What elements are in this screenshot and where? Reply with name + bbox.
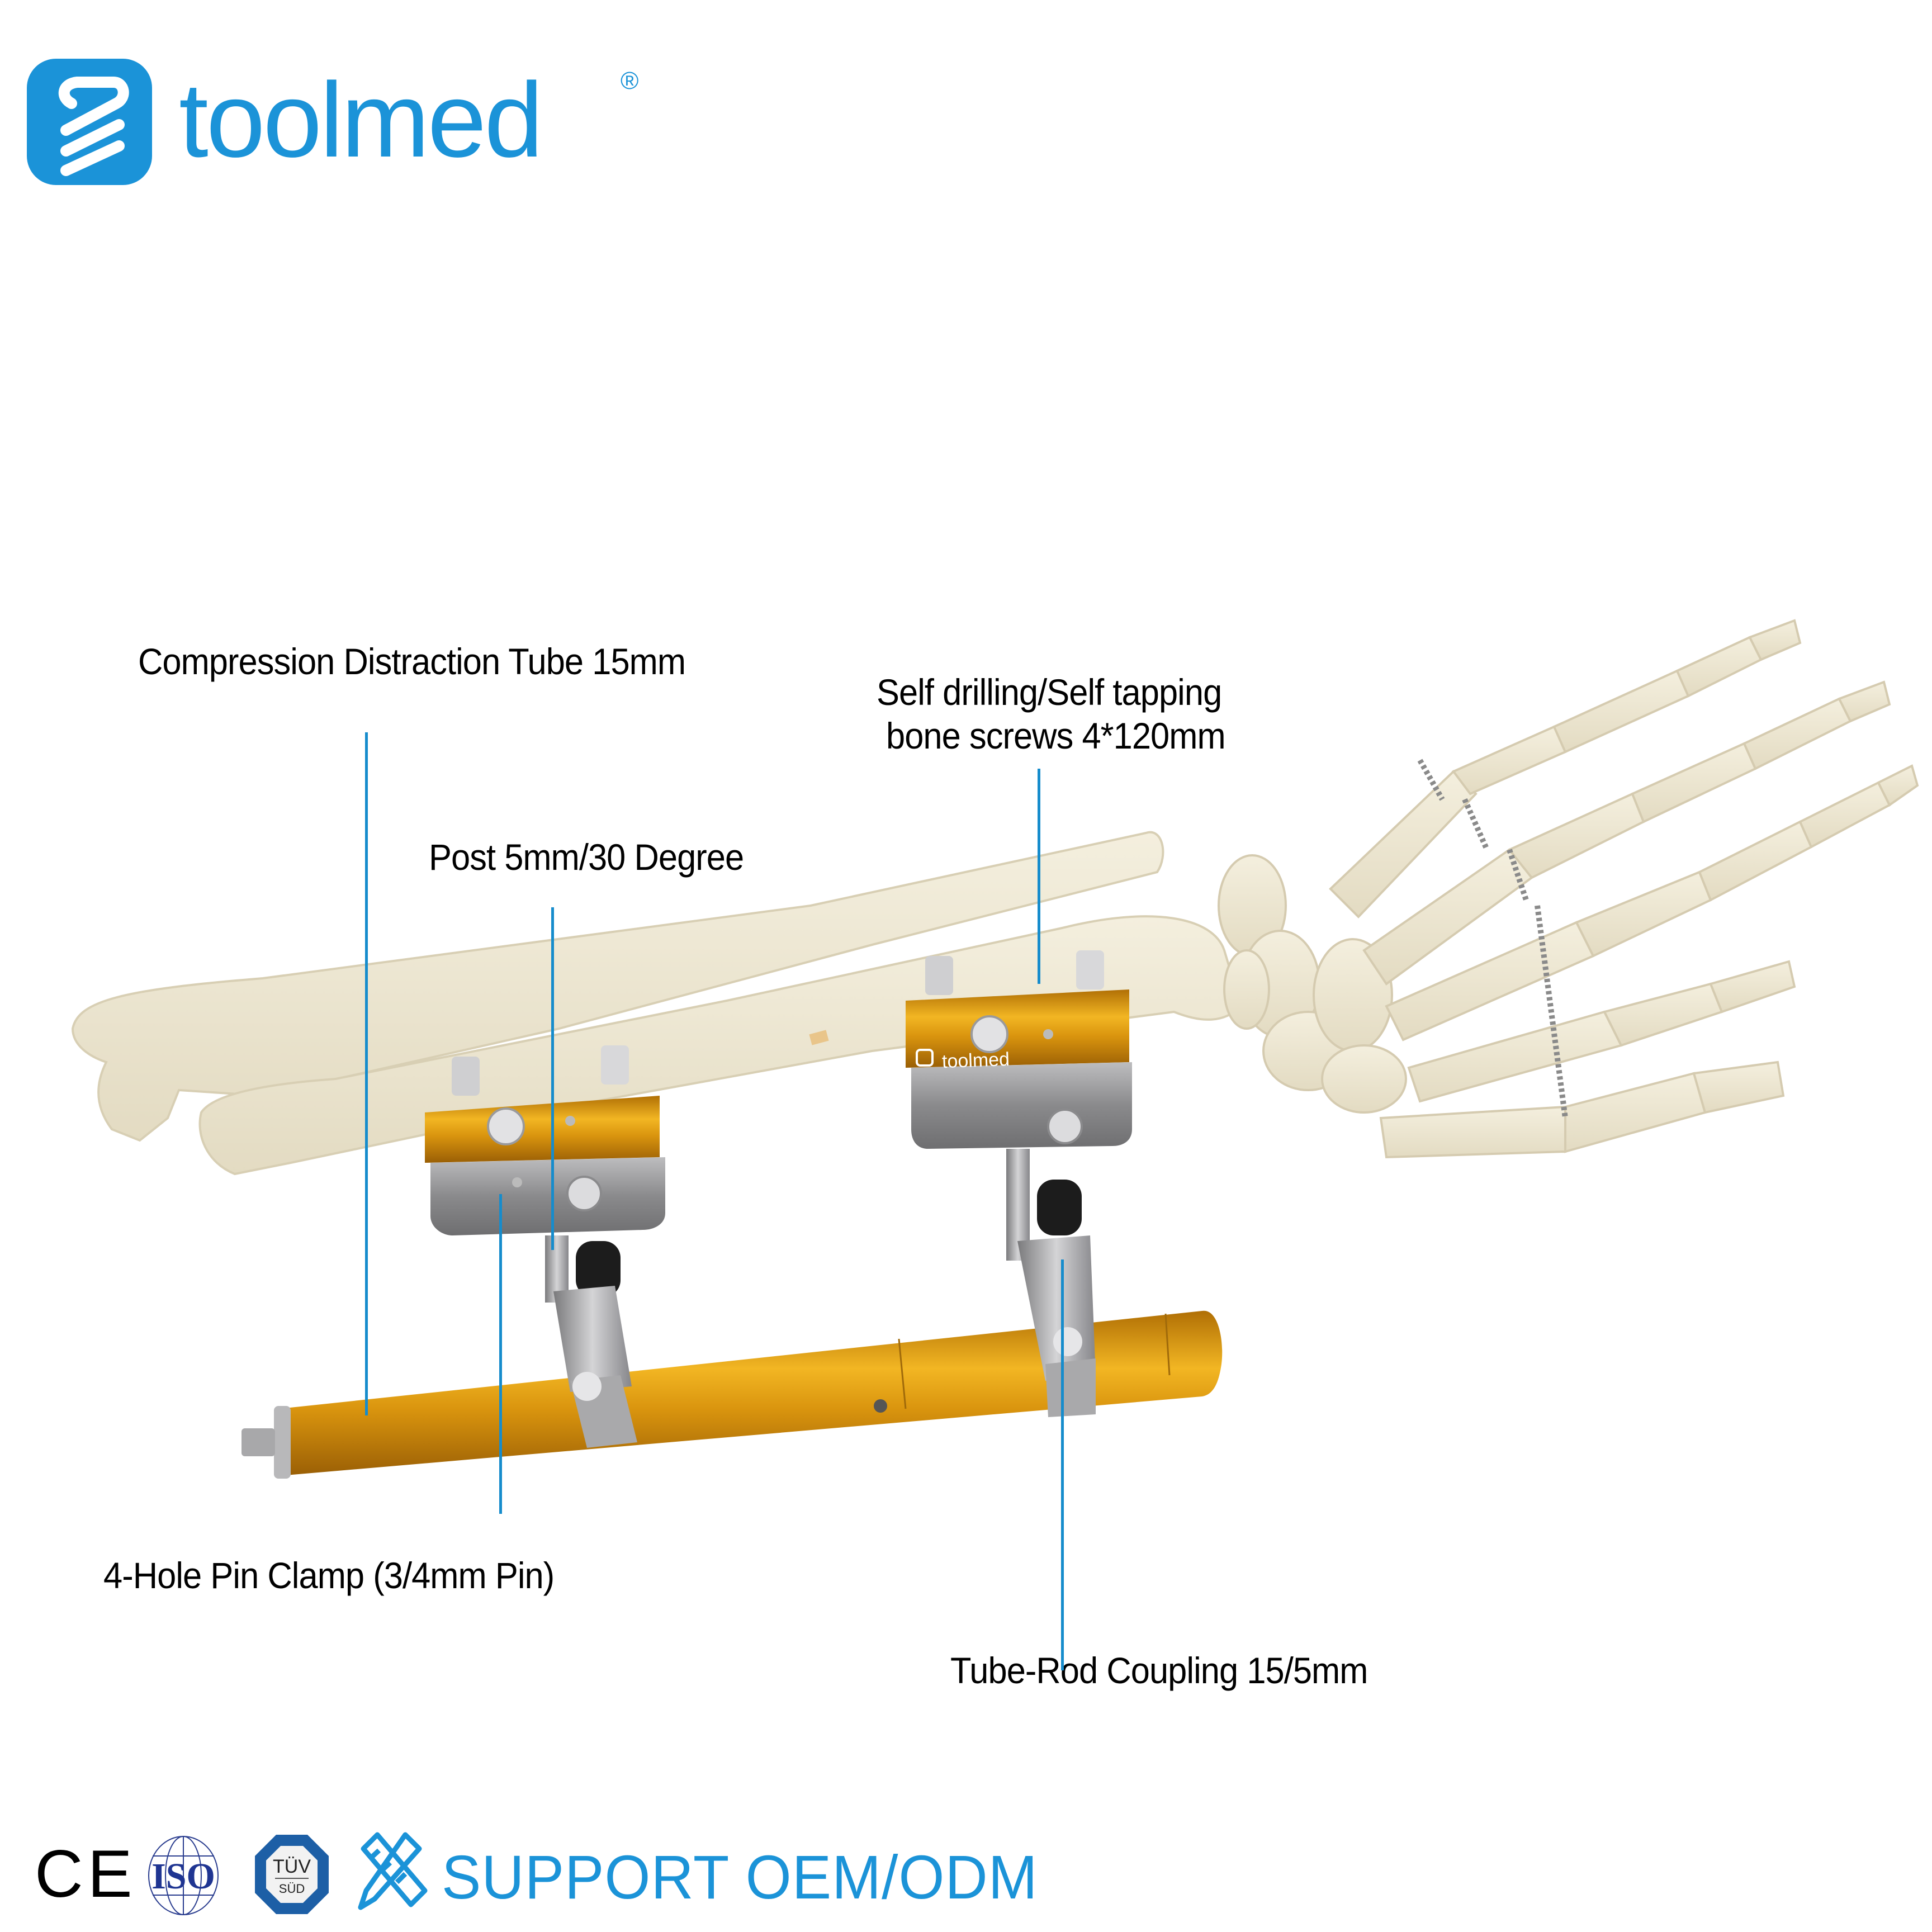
pin-clamp-right [906, 950, 1132, 1417]
brand-wordmark: toolmed [179, 61, 543, 179]
svg-text:ISO: ISO [151, 1856, 215, 1897]
tuv-sud-badge-icon: TÜV SÜD [253, 1832, 331, 1916]
iso-globe-icon: ISO [136, 1834, 231, 1917]
spring-coil-icon [27, 59, 152, 185]
leader-line-tube-rod-coupling [1061, 1259, 1064, 1670]
callout-tube-rod-coupling: Tube-Rod Coupling 15/5mm [950, 1650, 1368, 1691]
leader-line-bone-screws [1038, 769, 1040, 984]
leader-line-post [551, 907, 554, 1250]
pin-clamp-left [425, 1045, 665, 1448]
callout-pin-clamp: 4-Hole Pin Clamp (3/4mm Pin) [103, 1555, 555, 1596]
leader-line-pin-clamp [499, 1194, 502, 1514]
callout-bone-screws-line1: Self drilling/Self tapping [877, 671, 1222, 713]
callout-compression-tube: Compression Distraction Tube 15mm [138, 641, 686, 682]
leader-line-compression-tube [365, 732, 368, 1415]
svg-text:SÜD: SÜD [279, 1882, 305, 1896]
forearm-bones [71, 831, 1243, 1176]
clamp-logo-text: toolmed [941, 1048, 1010, 1073]
ce-mark-icon: CE [35, 1836, 137, 1911]
hand-bones [1218, 619, 1919, 1159]
oem-odm-support-text: SUPPORT OEM/ODM [442, 1843, 1038, 1912]
callout-bone-screws-line2: bone screws 4*120mm [886, 715, 1226, 756]
brand-logo-icon [27, 59, 152, 185]
svg-text:TÜV: TÜV [273, 1856, 311, 1877]
pencil-ruler-icon [352, 1829, 430, 1913]
distraction-tube [242, 1310, 1223, 1479]
registered-mark: ® [621, 67, 639, 94]
callout-post: Post 5mm/30 Degree [429, 836, 744, 878]
